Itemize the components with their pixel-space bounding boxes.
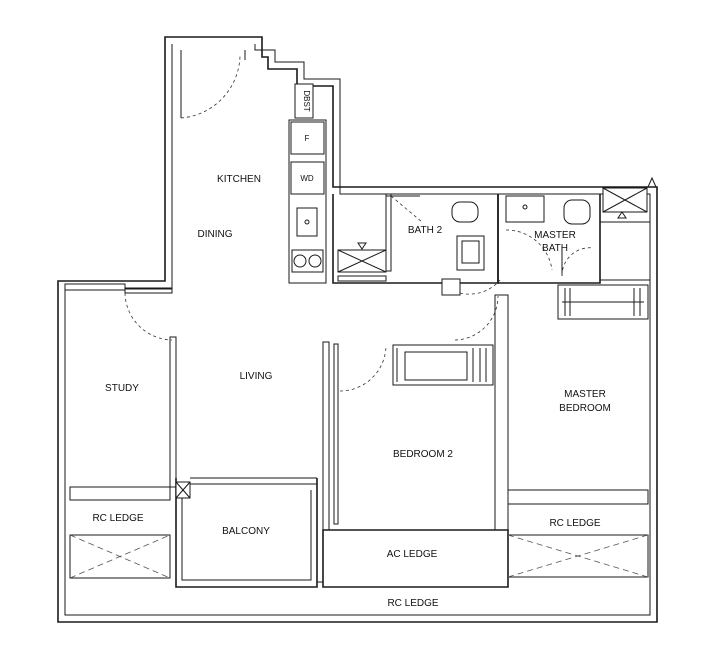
room-label-rc-ledge-bottom: RC LEDGE [387,598,438,609]
ledge-crosses [69,534,649,579]
master-bath-toilet [563,199,591,225]
hob [291,249,324,273]
room-label-study: STUDY [105,383,139,394]
dbst-label: DBST [302,90,311,111]
room-label-master-bedroom-1: MASTER [564,389,606,400]
outer-wall-inner [64,44,651,616]
room-label-kitchen: KITCHEN [217,174,261,185]
room-label-bath2: BATH 2 [408,225,443,236]
washer-dryer [290,161,325,195]
internal-walls [64,283,649,588]
roof-edge-mark [647,176,657,188]
fridge-label: F [305,134,310,143]
master-bath-walls [497,187,650,284]
room-label-living: LIVING [240,371,273,382]
outer-wall [57,36,658,623]
dbst-cabinet [294,83,314,119]
room-label-bedroom2: BEDROOM 2 [393,449,453,460]
room-label-dining: DINING [198,229,233,240]
room-label-balcony: BALCONY [222,526,270,537]
bath2-walls [332,193,501,296]
kitchen-sink [296,207,318,237]
room-label-master-bath-1: MASTER [534,230,576,241]
kitchen-counter: DBST F WD [288,83,327,284]
entry-door [180,50,246,119]
room-label-rc-ledge-left: RC LEDGE [92,513,143,524]
washer-dryer-label: WD [300,174,314,183]
room-label-master-bedroom-2: BEDROOM [559,403,611,414]
room-label-rc-ledge-right: RC LEDGE [549,518,600,529]
bath2-toilet [451,201,479,223]
room-label-master-bath-2: BATH [542,243,568,254]
master-wardrobe [557,284,649,320]
room-label-ac-ledge: AC LEDGE [387,549,438,560]
fridge [290,121,325,155]
